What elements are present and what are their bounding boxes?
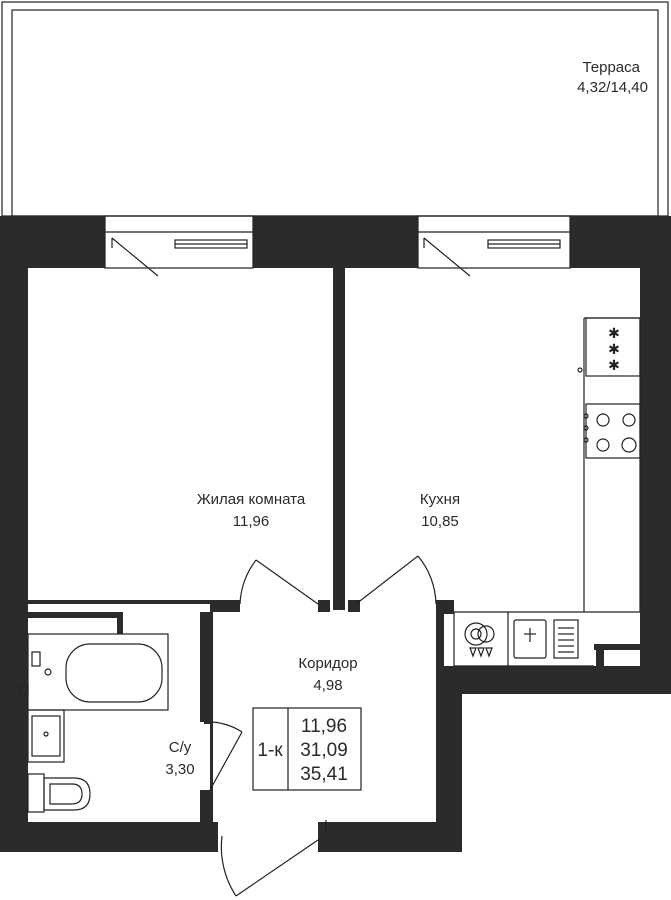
corridor-area: 4,98 (313, 677, 342, 694)
hob-icon (583, 403, 641, 459)
svg-text:✱: ✱ (608, 358, 620, 374)
door-icon (239, 559, 319, 605)
window-icon (417, 215, 571, 277)
apartment-type: 1-к (257, 740, 283, 761)
bathroom-area: 3,30 (165, 761, 194, 778)
kitchen-name: Кухня (420, 491, 460, 508)
door-icon (355, 555, 437, 605)
sink-icon (513, 619, 579, 659)
bathtub-icon (27, 633, 169, 711)
window-icon (104, 215, 254, 277)
stove-icon: ✱ ✱ ✱ (577, 317, 641, 377)
terrace-area: 4,32/14,40 (577, 79, 648, 96)
terrace-name: Терраса (582, 59, 640, 76)
terrace (1, 1, 669, 217)
summary-box (252, 707, 362, 791)
total-area-value: 31,09 (300, 740, 348, 761)
living-area-value: 11,96 (301, 716, 347, 737)
washbasin-icon (19, 685, 65, 763)
toilet-icon (27, 773, 91, 813)
living-room-area: 11,96 (233, 513, 269, 530)
door-icon (220, 820, 327, 897)
corridor-name: Коридор (298, 655, 357, 672)
full-area-value: 35,41 (300, 764, 348, 785)
kitchen-base-cabinets (453, 611, 640, 667)
door-icon (209, 721, 243, 791)
bathroom-name: С/у (169, 739, 192, 756)
kitchen-area: 10,85 (421, 513, 459, 530)
walls (0, 216, 671, 852)
svg-text:✱: ✱ (608, 342, 620, 358)
living-room-name: Жилая комната (197, 491, 306, 508)
washing-machine-icon (464, 622, 495, 658)
svg-text:✱: ✱ (608, 326, 620, 342)
